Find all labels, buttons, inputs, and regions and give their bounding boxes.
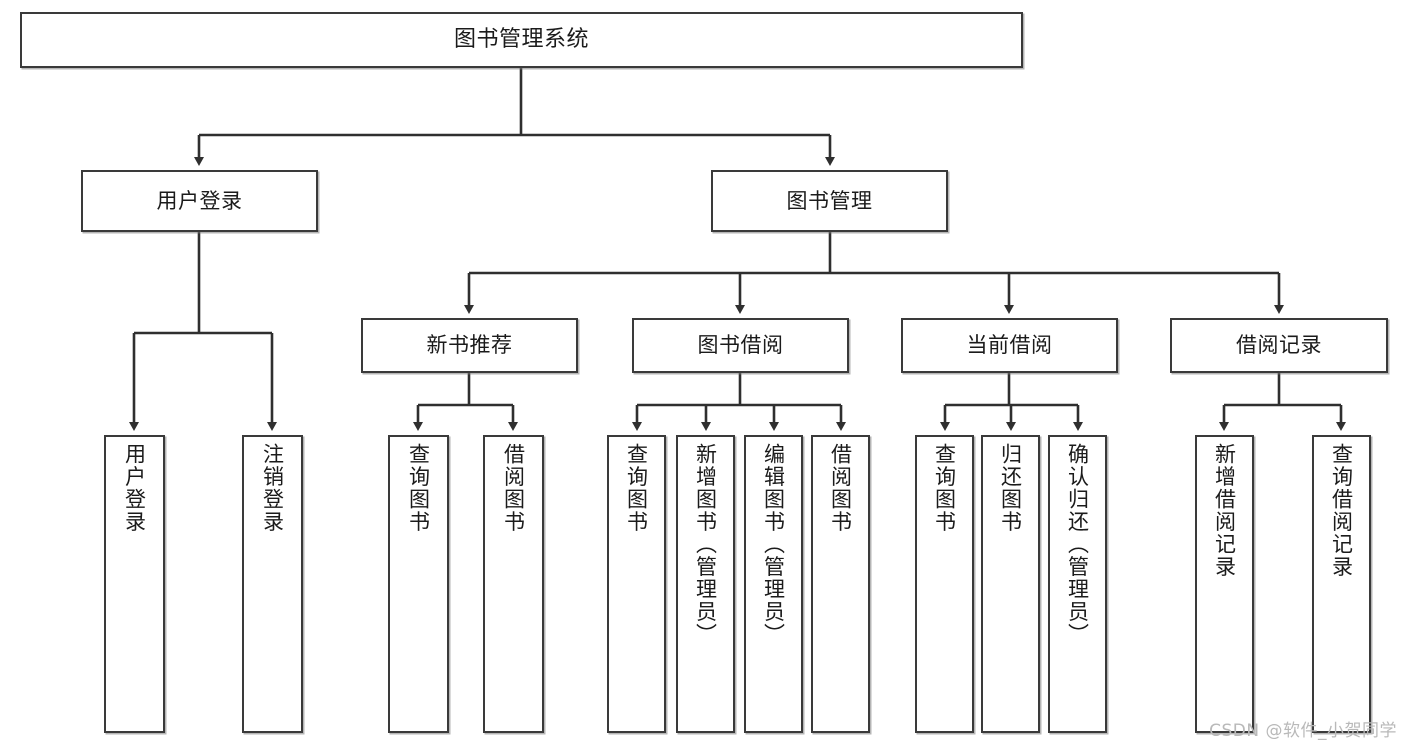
node-label: 归还图书 [998,443,1023,533]
leaf-current-borrow-return[interactable]: 归还图书 [981,435,1040,733]
leaf-new-book-borrow[interactable]: 借阅图书 [483,435,544,733]
node-label: 查询借阅记录 [1329,443,1354,578]
leaf-current-borrow-confirm-return[interactable]: 确认归还（管理员） [1048,435,1107,733]
leaf-new-book-query[interactable]: 查询图书 [388,435,449,733]
leaf-user-login-logout[interactable]: 注销登录 [242,435,303,733]
node-label: 借阅记录 [1236,333,1322,358]
node-book-management[interactable]: 图书管理 [711,170,948,232]
node-label: 编辑图书（管理员） [761,443,786,646]
leaf-borrow-record-query[interactable]: 查询借阅记录 [1312,435,1371,733]
leaf-current-borrow-query[interactable]: 查询图书 [915,435,974,733]
node-label: 注销登录 [260,443,285,533]
node-borrow-record[interactable]: 借阅记录 [1170,318,1388,373]
node-label: 查询图书 [406,443,431,533]
watermark-text: CSDN @软件_小贺同学 [1209,721,1397,741]
node-new-book-recommend[interactable]: 新书推荐 [361,318,578,373]
node-label: 查询图书 [932,443,957,533]
node-root-system[interactable]: 图书管理系统 [20,12,1023,68]
leaf-user-login-login[interactable]: 用户登录 [104,435,165,733]
node-label: 用户登录 [122,443,147,533]
node-label: 借阅图书 [501,443,526,533]
node-label: 当前借阅 [966,333,1053,358]
leaf-book-borrow-add[interactable]: 新增图书（管理员） [676,435,735,733]
node-label: 图书管理 [786,188,873,213]
node-user-login[interactable]: 用户登录 [81,170,318,232]
node-current-borrow[interactable]: 当前借阅 [901,318,1118,373]
node-label: 图书借阅 [697,333,784,358]
node-book-borrow[interactable]: 图书借阅 [632,318,849,373]
node-label: 图书管理系统 [453,27,589,53]
node-label: 确认归还（管理员） [1065,443,1090,646]
node-label: 借阅图书 [828,443,853,533]
node-label: 新增图书（管理员） [693,443,718,646]
node-label: 新增借阅记录 [1212,443,1237,578]
leaf-borrow-record-add[interactable]: 新增借阅记录 [1195,435,1254,733]
node-label: 查询图书 [624,443,649,533]
leaf-book-borrow-query[interactable]: 查询图书 [607,435,666,733]
node-label: 新书推荐 [426,333,513,358]
node-label: 用户登录 [156,188,243,213]
leaf-book-borrow-borrow[interactable]: 借阅图书 [811,435,870,733]
leaf-book-borrow-edit[interactable]: 编辑图书（管理员） [744,435,803,733]
